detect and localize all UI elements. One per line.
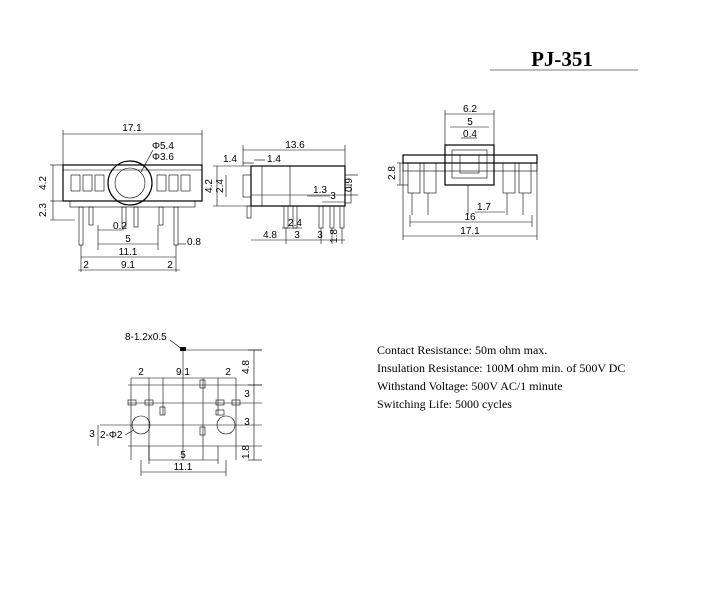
side-flange: 1.4 <box>223 154 237 165</box>
top-center-width: 6.2 <box>463 104 477 115</box>
side-pin-pitch-b: 2.4 <box>288 218 302 229</box>
side-pitch-2: 3 <box>317 230 323 241</box>
pad-note: 8-1.2x0.5 <box>125 332 167 343</box>
front-pin-offset: 0.2 <box>113 221 127 232</box>
jack-outer-circle <box>107 160 153 206</box>
side-pitch-1: 3 <box>294 230 300 241</box>
side-overall-length: 13.6 <box>285 140 305 151</box>
jack-inner-circle <box>114 167 146 199</box>
front-edge-right: 2 <box>167 260 173 271</box>
spec-contact-resistance: Contact Resistance: 50m ohm max. <box>377 343 547 357</box>
front-pin-length: 2.3 <box>38 203 49 217</box>
fp-row-1: 4.8 <box>241 360 252 374</box>
spec-withstand-voltage: Withstand Voltage: 500V AC/1 minute <box>377 379 563 393</box>
top-height: 2.8 <box>387 166 398 180</box>
front-pin-width: 0.8 <box>187 237 201 248</box>
spec-insulation-resistance: Insulation Resistance: 100M ohm min. of … <box>377 361 625 375</box>
side-barrel-dia: 2.4 <box>215 179 226 193</box>
top-offset: 1.7 <box>477 202 491 213</box>
front-edge-left: 2 <box>83 260 89 271</box>
hole-outer-dia: Φ5.4 <box>152 141 174 152</box>
fp-span-small: 5 <box>180 450 186 461</box>
side-tail: 1.8 <box>329 229 340 243</box>
spec-list: Contact Resistance: 50m ohm max. Insulat… <box>377 343 625 411</box>
side-tab-width: 1.3 <box>313 185 327 196</box>
top-inner-span: 16 <box>464 212 476 223</box>
fp-row-3: 3 <box>244 417 250 428</box>
fp-row-2: 3 <box>244 389 250 400</box>
fp-row-4: 1.8 <box>241 445 252 459</box>
hole-inner-dia: Φ3.6 <box>152 152 174 163</box>
front-overall-width: 17.1 <box>122 123 142 134</box>
front-span-small: 5 <box>125 234 131 245</box>
fp-right-edge: 2 <box>225 367 231 378</box>
side-pin-pitch-a: 3 <box>330 191 336 202</box>
top-view: 6.2 5 0.4 2.8 1.7 16 17 <box>387 104 538 240</box>
spec-switching-life: Switching Life: 5000 cycles <box>377 397 512 411</box>
footprint-view: 8-1.2x0.5 2-Φ2 2 9.1 2 <box>89 332 262 476</box>
top-contact-width: 0.4 <box>463 129 477 140</box>
fp-span-total: 11.1 <box>174 462 193 473</box>
top-overall-width: 17.1 <box>460 226 480 237</box>
side-front-offset: 4.8 <box>263 230 277 241</box>
fp-center-span: 9.1 <box>176 367 190 378</box>
top-inner-width: 5 <box>467 117 473 128</box>
side-height: 4.2 <box>204 179 215 193</box>
hole-note: 2-Φ2 <box>100 430 123 441</box>
front-span-mid: 11.1 <box>119 247 138 258</box>
fp-hole-offset: 3 <box>89 429 95 440</box>
side-collar: 1.4 <box>267 154 281 165</box>
side-view: 13.6 1.4 1.4 4.2 2.4 0.9 1.3 3 <box>204 140 358 244</box>
part-title: PJ-351 <box>531 47 593 71</box>
fp-left-edge: 2 <box>138 367 144 378</box>
front-span-center: 9.1 <box>121 260 135 271</box>
front-body-height: 4.2 <box>38 176 49 190</box>
side-tab-height: 0.9 <box>344 178 355 192</box>
front-view: 17.1 Φ5.4 Φ3.6 4.2 2.3 <box>38 123 203 272</box>
